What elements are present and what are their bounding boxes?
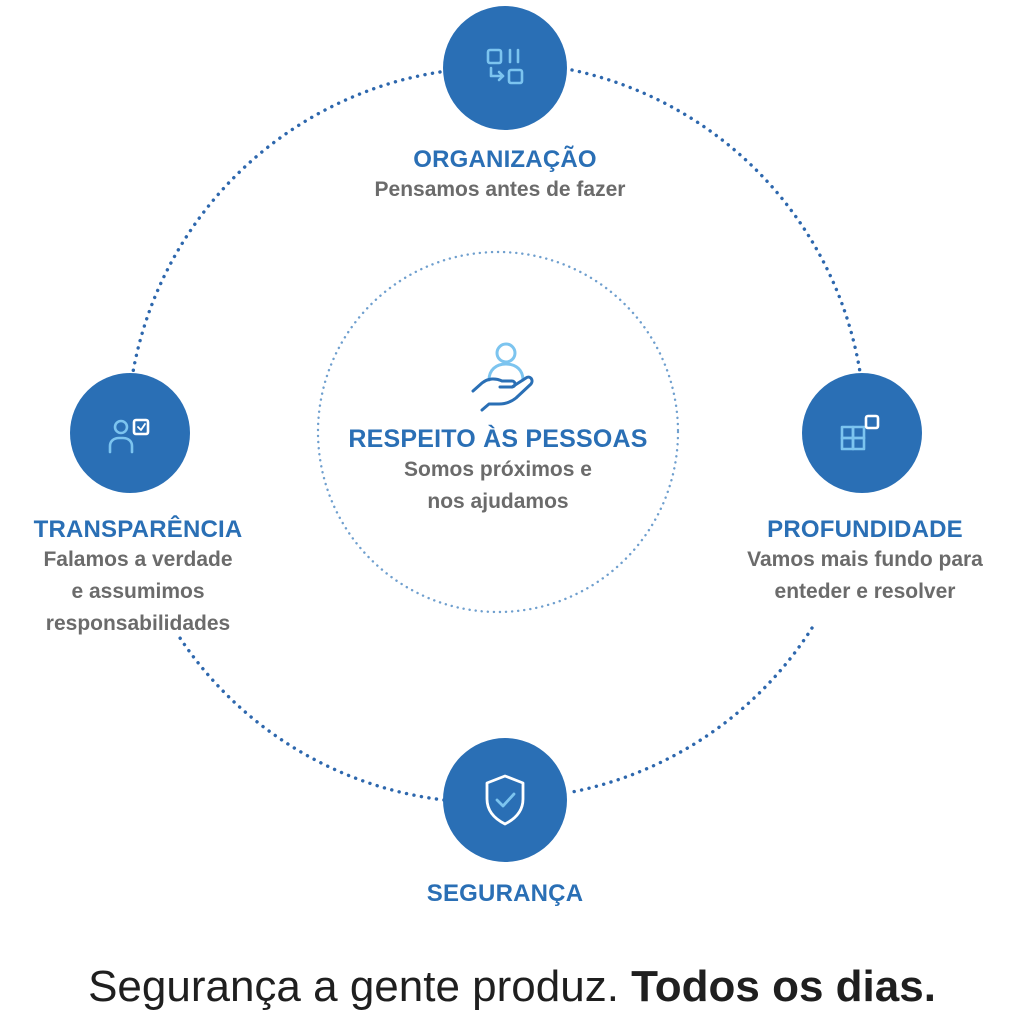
user-checkbox-icon [108, 418, 150, 454]
center-description-line2: nos ajudamos [427, 490, 569, 513]
node-transparencia [70, 373, 190, 493]
blocks-icon [840, 414, 880, 451]
inner-dotted-ring [316, 250, 680, 614]
transparencia-title: TRANSPARÊNCIA [33, 516, 243, 543]
organizacao-title: ORGANIZAÇÃO [413, 146, 597, 173]
profundidade-description-line1: Vamos mais fundo para [747, 548, 983, 571]
shield-check-icon [485, 774, 525, 826]
center-description-line1: Somos próximos e [404, 458, 592, 481]
profundidade-title: PROFUNDIDADE [767, 516, 963, 543]
organizacao-description: Pensamos antes de fazer [320, 174, 680, 206]
node-seguranca [443, 738, 567, 862]
transparencia-description-line1: Falamos a verdade [43, 548, 233, 571]
tagline-bold: Todos os dias. [631, 962, 936, 1011]
transparencia-description: Falamos a verdade e assumimos responsabi… [0, 544, 276, 640]
hand-person-icon [471, 342, 534, 412]
workflow-icon [486, 48, 524, 85]
tagline: Segurança a gente produz. Todos os dias. [0, 962, 1024, 1012]
center-title: RESPEITO ÀS PESSOAS [348, 425, 648, 453]
seguranca-title: SEGURANÇA [426, 880, 584, 907]
profundidade-description: Vamos mais fundo para enteder e resolver [710, 544, 1020, 608]
values-diagram [70, 6, 922, 862]
center-description: Somos próximos e nos ajudamos [348, 454, 648, 518]
organizacao-description-line1: Pensamos antes de fazer [374, 178, 626, 201]
tagline-regular: Segurança a gente produz. [88, 962, 632, 1011]
profundidade-description-line2: enteder e resolver [774, 580, 956, 603]
outer-dotted-ring [131, 68, 862, 802]
transparencia-description-line3: responsabilidades [45, 612, 231, 635]
node-profundidade [802, 373, 922, 493]
node-organizacao [443, 6, 567, 130]
transparencia-description-line2: e assumimos [71, 580, 205, 603]
